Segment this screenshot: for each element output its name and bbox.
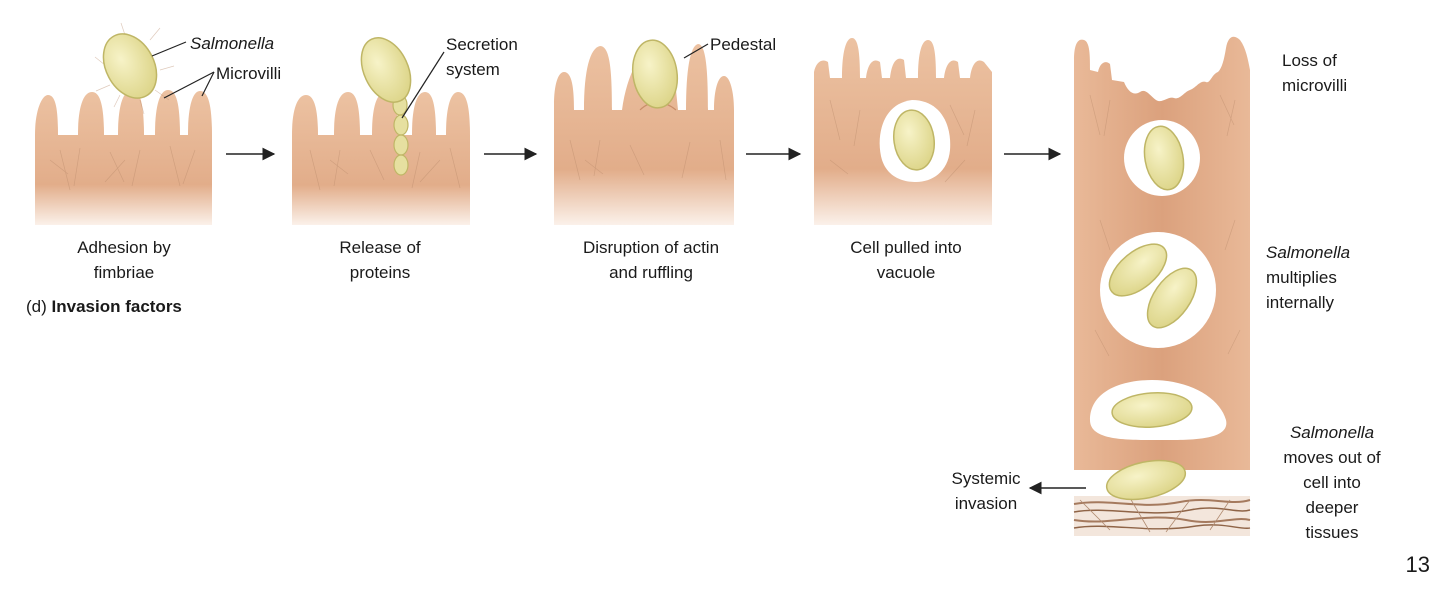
label-loss-2: microvilli xyxy=(1282,76,1347,95)
cell-panel-secretion xyxy=(292,92,470,225)
bacterium-engulfed xyxy=(631,39,679,109)
label-moves-3: cell into xyxy=(1303,473,1361,492)
step-caption-3-line2: and ruffling xyxy=(609,263,693,282)
label-multiplies-2: multiplies xyxy=(1266,268,1337,287)
leader-microvilli-1 xyxy=(163,71,215,99)
bacterium-exiting xyxy=(1105,459,1187,501)
panel-label-title: Invasion factors xyxy=(52,297,182,316)
label-secretion-2: system xyxy=(446,60,500,79)
label-moves-4: deeper xyxy=(1306,498,1359,517)
step-caption-3-line1: Disruption of actin xyxy=(583,238,719,257)
label-multiplies-3: internally xyxy=(1266,293,1335,312)
bacterium-adhering xyxy=(94,22,175,115)
label-systemic-1: Systemic xyxy=(952,469,1021,488)
label-multiplies-1: Salmonella xyxy=(1266,243,1350,262)
cell-panel-adhesion xyxy=(35,90,212,225)
panel-label: (d) Invasion factors xyxy=(26,297,182,316)
step-caption-2-line1: Release of xyxy=(339,238,421,257)
step-caption-4-line1: Cell pulled into xyxy=(850,238,962,257)
connective-tissue xyxy=(1073,496,1251,536)
panel-label-prefix: (d) xyxy=(26,297,47,316)
leader-microvilli-2 xyxy=(201,71,215,97)
label-moves-1: Salmonella xyxy=(1290,423,1374,442)
vacuole-multiplying xyxy=(1100,232,1216,348)
label-moves-5: tissues xyxy=(1306,523,1359,542)
bacterium-secreting xyxy=(360,37,412,103)
leader-salmonella xyxy=(151,41,187,57)
vacuole-exiting xyxy=(1090,380,1227,441)
label-pedestal: Pedestal xyxy=(710,35,776,54)
label-systemic-2: invasion xyxy=(955,494,1017,513)
label-salmonella: Salmonella xyxy=(190,34,274,53)
leader-secretion xyxy=(401,51,445,119)
secretion-system xyxy=(392,94,409,176)
cell-panel-ruffling xyxy=(554,40,734,225)
vacuole-forming xyxy=(879,100,951,182)
label-loss-1: Loss of xyxy=(1282,51,1337,70)
step-caption-2-line2: proteins xyxy=(350,263,410,282)
vacuole-single xyxy=(1124,120,1200,196)
page-number: 13 xyxy=(1406,552,1430,577)
step-caption-4-line2: vacuole xyxy=(877,263,936,282)
step-caption-1-line2: fimbriae xyxy=(94,263,154,282)
label-microvilli: Microvilli xyxy=(216,64,281,83)
leader-pedestal xyxy=(683,43,709,59)
label-moves-2: moves out of xyxy=(1283,448,1381,467)
label-secretion-1: Secretion xyxy=(446,35,518,54)
step-caption-1-line1: Adhesion by xyxy=(77,238,171,257)
